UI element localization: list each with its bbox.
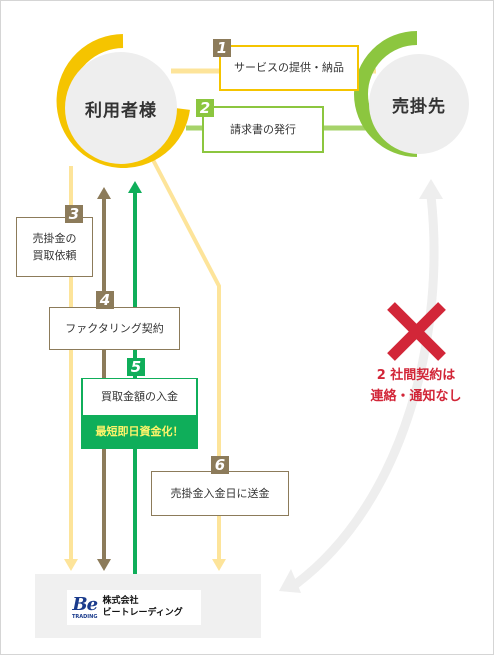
step4-number-badge: 4 <box>96 291 114 309</box>
step6-label: 売掛金入金日に送金 <box>170 486 270 500</box>
step3-arrow-head <box>64 559 78 571</box>
no-contact-curve <box>291 191 439 589</box>
company-name: 株式会社 ビートレーディング <box>102 596 182 619</box>
no-contact-head-top <box>419 179 443 199</box>
step4-box: ファクタリング契約 <box>49 307 180 350</box>
step4-label: ファクタリング契約 <box>65 321 164 335</box>
company-name-line2: ビートレーディング <box>102 607 183 618</box>
step5-number-badge: 5 <box>127 358 145 376</box>
user-node-label: 利用者様 <box>85 100 157 121</box>
logo-sub: TRADING <box>72 613 98 620</box>
buyer-circle <box>369 54 469 154</box>
step6-arrow-head <box>212 559 226 571</box>
step3-number-badge: 3 <box>65 205 83 223</box>
step6-number-badge: 6 <box>211 456 229 474</box>
logo-main: Be <box>72 593 98 615</box>
cross-mark-icon <box>387 302 446 361</box>
step1-label: サービスの提供・納品 <box>234 61 344 75</box>
step6-box: 売掛金入金日に送金 <box>151 471 289 516</box>
step1-number-badge: 1 <box>213 39 231 57</box>
buyer-node-label: 売掛先 <box>392 96 446 117</box>
step2-number-badge: 2 <box>196 99 214 117</box>
step2-label: 請求書の発行 <box>230 122 296 136</box>
step5-highlight: 最短即日資金化！ <box>95 425 184 438</box>
company-logo-card: Be TRADING 株式会社 ビートレーディング <box>67 590 201 625</box>
step1-box: サービスの提供・納品 <box>219 45 359 91</box>
be-trading-logo: Be TRADING <box>72 593 98 620</box>
step4-arrow-head-top <box>97 187 111 199</box>
no-contact-note: 2 社間契約は 連絡・通知なし <box>351 366 481 408</box>
step4-arrow-head-bottom <box>97 559 111 571</box>
step3-label-line2: 買取依頼 <box>32 249 77 262</box>
company-name-line1: 株式会社 <box>102 596 139 607</box>
no-contact-note-line1: 2 社間契約は <box>376 368 456 383</box>
step3-label-line1: 売掛金の <box>32 231 77 245</box>
step3-box: 売掛金の 買取依頼 <box>16 217 93 277</box>
user-circle <box>65 52 177 164</box>
step2-box: 請求書の発行 <box>202 106 324 153</box>
no-contact-head-bottom <box>279 569 301 593</box>
step5-label: 買取金額の入金 <box>83 379 196 415</box>
no-contact-note-line2: 連絡・通知なし <box>370 388 462 404</box>
step5-box: 買取金額の入金 最短即日資金化！ <box>81 378 198 449</box>
step5-arrow-head <box>128 181 142 193</box>
